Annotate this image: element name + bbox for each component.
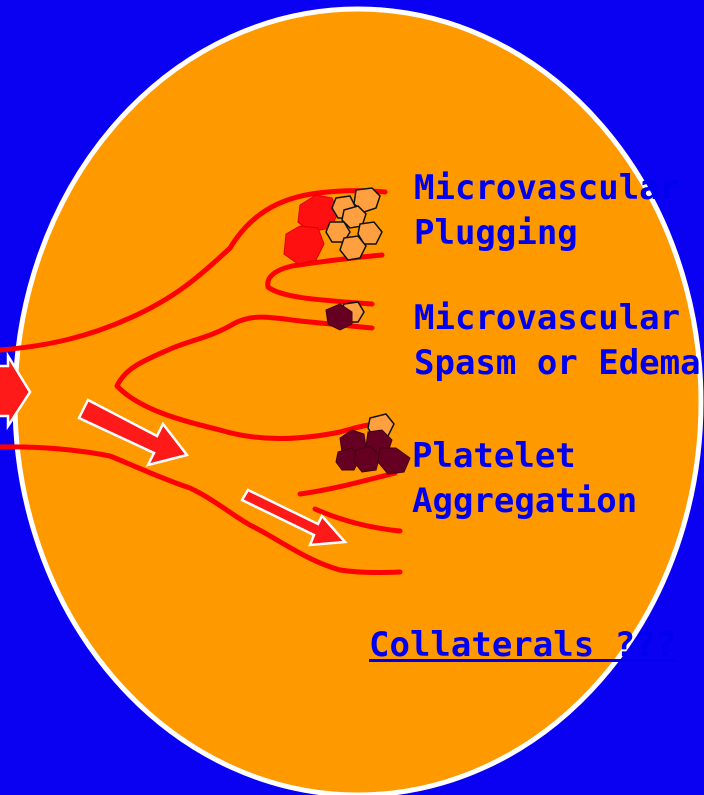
label-line: Platelet [412, 434, 637, 479]
label-microvascular-plugging: Microvascular Plugging [414, 166, 680, 256]
label-microvascular-spasm: Microvascular Spasm or Edema [414, 296, 701, 386]
label-collaterals: Collaterals ??? [369, 623, 676, 668]
label-line: Microvascular [414, 296, 701, 341]
label-line: Plugging [414, 211, 680, 256]
label-platelet-aggregation: Platelet Aggregation [412, 434, 637, 524]
tissue-ellipse [15, 9, 701, 795]
label-line: Aggregation [412, 479, 637, 524]
label-line: Microvascular [414, 166, 680, 211]
label-line: Spasm or Edema [414, 341, 701, 386]
